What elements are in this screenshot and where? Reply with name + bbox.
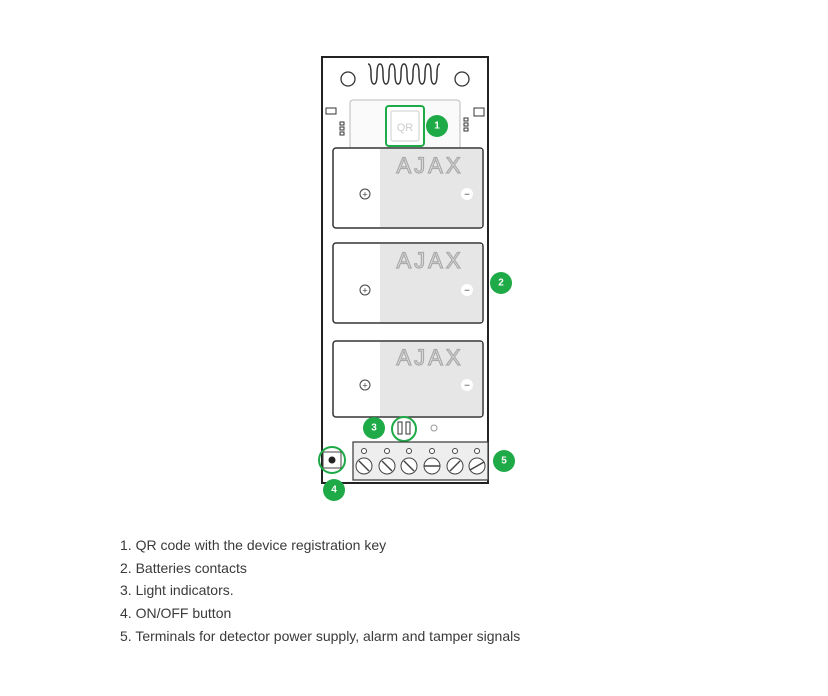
battery-2: AJAX + − (332, 242, 484, 324)
qr-code (390, 110, 420, 142)
legend-item: 4. ON/OFF button (120, 605, 232, 622)
legend-item: 1. QR code with the device registration … (120, 537, 387, 553)
svg-text:2: 2 (498, 278, 504, 289)
side-contacts-left (325, 107, 345, 136)
plus-contact: + (362, 381, 367, 391)
badge-3: 3 (363, 417, 385, 439)
badge-2: 2 (490, 272, 512, 294)
antenna-spring (367, 63, 441, 85)
svg-text:3: 3 (371, 423, 377, 434)
badge-1: 1 (426, 115, 448, 137)
legend-item: 3. Light indicators. (120, 582, 234, 599)
mounting-hole-left (340, 71, 356, 87)
svg-text:4: 4 (331, 485, 337, 496)
side-contacts-right (463, 107, 485, 132)
legend-item: 2. Batteries contacts (120, 559, 247, 576)
plus-contact: + (362, 190, 367, 200)
minus-contact: − (464, 381, 470, 392)
legend-item: 5. Terminals for detector power supply, … (120, 627, 521, 644)
device-diagram: QR AJAX + − AJAX + − AJAX + − (318, 56, 515, 501)
led-highlight (391, 416, 417, 442)
minus-contact: − (464, 190, 470, 201)
button-dot (328, 456, 336, 464)
badge-4: 4 (323, 479, 345, 501)
brand-logo: AJAX (396, 248, 463, 273)
terminal-block (352, 441, 489, 481)
badge-5: 5 (493, 450, 515, 472)
brand-logo: AJAX (396, 345, 463, 370)
plus-contact: + (362, 286, 367, 296)
legend-list: 1. QR code with the device registration … (120, 536, 520, 649)
svg-text:1: 1 (434, 121, 440, 132)
brand-logo: AJAX (396, 153, 463, 178)
button-highlight (318, 446, 346, 474)
qr-label: QR (397, 122, 414, 134)
battery-1: AJAX + − (332, 147, 484, 229)
minus-contact: − (464, 286, 470, 297)
battery-3: AJAX + − (332, 340, 484, 418)
light-indicators (397, 421, 411, 435)
mounting-hole-right (454, 71, 470, 87)
svg-text:5: 5 (501, 456, 507, 467)
screw-hole (430, 424, 438, 432)
